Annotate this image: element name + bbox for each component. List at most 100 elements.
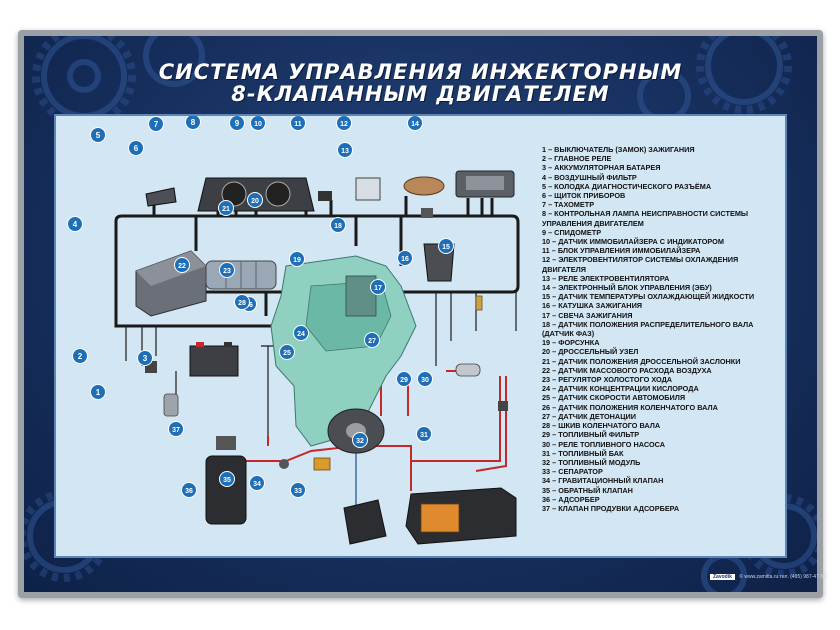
callout-5: 5: [90, 127, 106, 143]
legend-item: 1 – ВЫКЛЮЧАТЕЛЬ (ЗАМОК) ЗАЖИГАНИЯ: [542, 145, 695, 154]
callout-number: 7: [154, 120, 159, 129]
callout-number: 20: [251, 198, 259, 205]
ignition-switch: [163, 393, 179, 417]
cooling-fan: [403, 176, 445, 196]
callout-15: 15: [438, 238, 454, 254]
legend-item: 12 – ЭЛЕКТРОВЕНТИЛЯТОР СИСТЕМЫ ОХЛАЖДЕНИ…: [542, 255, 739, 274]
callout-37: 37: [168, 421, 184, 437]
separator: [343, 499, 387, 545]
callout-circle: [90, 384, 106, 400]
legend-item: 9 – СПИДОМЕТР: [542, 227, 602, 237]
callout-number: 1: [96, 388, 101, 397]
callout-20: 20: [247, 192, 263, 208]
callout-number: 19: [293, 257, 301, 264]
immobilizer-unit: [355, 177, 381, 201]
coolant-temp-sensor: [475, 295, 483, 311]
callout-circle: [90, 127, 106, 143]
legend-item: 15 – ДАТЧИК ТЕМПЕРАТУРЫ ОХЛАЖДАЮЩЕЙ ЖИДК…: [542, 292, 755, 302]
callout-32: 32: [352, 432, 368, 448]
gravity-valve: [313, 457, 331, 471]
brand-logo: Zavodik: [710, 574, 735, 580]
callout-number: 3: [143, 354, 148, 363]
callout-circle: [370, 279, 386, 295]
fuel-tank: [405, 487, 517, 545]
callout-number: 6: [134, 144, 139, 153]
callout-number: 17: [374, 285, 382, 292]
legend-item: 2 – ГЛАВНОЕ РЕЛЕ: [542, 154, 612, 164]
callout-28: 28: [234, 294, 250, 310]
callout-circle: [148, 116, 164, 132]
title-line-1: СИСТЕМА УПРАВЛЕНИЯ ИНЖЕКТОРНЫМ: [158, 60, 683, 84]
callout-number: 10: [254, 121, 262, 128]
callout-number: 36: [185, 488, 193, 495]
callout-circle: [219, 262, 235, 278]
callout-circle: [330, 217, 346, 233]
legend-item: 35 – ОБРАТНЫЙ КЛАПАН: [542, 485, 633, 495]
callout-circle: [396, 371, 412, 387]
callout-29: 29: [396, 371, 412, 387]
callout-circle: [229, 115, 245, 131]
callout-circle: [290, 482, 306, 498]
callout-number: 32: [356, 438, 364, 445]
footer-site: © www.zamitta.ru: [739, 574, 779, 580]
legend-item: 27 – ДАТЧИК ДЕТОНАЦИИ: [542, 411, 637, 421]
callout-circle: [128, 140, 144, 156]
diagnostic-connector: [145, 187, 177, 207]
legend-item: 19 – ФОРСУНКА: [542, 338, 600, 348]
callout-8: 8: [185, 114, 201, 130]
callout-circle: [234, 294, 250, 310]
callout-number: 13: [341, 148, 349, 155]
callout-1: 1: [90, 384, 106, 400]
legend-item: 34 – ГРАВИТАЦИОННЫЙ КЛАПАН: [542, 476, 664, 486]
callout-34: 34: [249, 475, 265, 491]
legend-item: 13 – РЕЛЕ ЭЛЕКТРОВЕНТИЛЯТОРА: [542, 273, 670, 283]
callout-13: 13: [337, 142, 353, 158]
title-line-2: 8-КЛАПАННЫМ ДВИГАТЕЛЕМ: [231, 82, 610, 106]
legend-item: 29 – ТОПЛИВНЫЙ ФИЛЬТР: [542, 430, 640, 440]
callout-circle: [290, 115, 306, 131]
callout-circle: [289, 251, 305, 267]
legend-item: 21 – ДАТЧИК ПОЛОЖЕНИЯ ДРОССЕЛЬНОЙ ЗАСЛОН…: [542, 356, 741, 366]
footer-phone: тел. (495) 987-47-55: [779, 574, 827, 580]
callout-number: 15: [442, 244, 450, 251]
callout-17: 17: [370, 279, 386, 295]
legend-item: 23 – РЕГУЛЯТОР ХОЛОСТОГО ХОДА: [542, 375, 673, 385]
callout-33: 33: [290, 482, 306, 498]
legend-item: 14 – ЭЛЕКТРОННЫЙ БЛОК УПРАВЛЕНИЯ (ЭБУ): [542, 283, 712, 293]
legend-item: 24 – ДАТЧИК КОНЦЕНТРАЦИИ КИСЛОРОДА: [542, 384, 699, 394]
fan-relay: [421, 208, 433, 218]
intake-pipe: [205, 260, 277, 290]
callout-number: 22: [178, 263, 186, 270]
callout-number: 37: [172, 427, 180, 434]
legend-item: 30 – РЕЛЕ ТОПЛИВНОГО НАСОСА: [542, 439, 665, 449]
legend-item: 16 – КАТУШКА ЗАЖИГАНИЯ: [542, 301, 643, 311]
legend-item: 10 – ДАТЧИК ИММОБИЛАЙЗЕРА С ИНДИКАТОРОМ: [542, 237, 724, 247]
callout-number: 25: [283, 350, 291, 357]
callout-circle: [397, 250, 413, 266]
callout-number: 28: [238, 300, 246, 307]
legend-item: 3 – АККУМУЛЯТОРНАЯ БАТАРЕЯ: [542, 163, 661, 173]
legend-item: 11 – БЛОК УПРАВЛЕНИЯ ИММОБИЛАЙЗЕРА: [542, 246, 701, 256]
callout-circle: [137, 350, 153, 366]
callout-circle: [336, 115, 352, 131]
purge-valve: [216, 436, 236, 450]
check-valve: [279, 459, 289, 469]
legend-item: 5 – КОЛОДКА ДИАГНОСТИЧЕСКОГО РАЗЪЁМА: [542, 181, 712, 191]
callout-circle: [174, 257, 190, 273]
callout-circle: [249, 475, 265, 491]
legend-item: 28 – ШКИВ КОЛЕНЧАТОГО ВАЛА: [542, 421, 661, 431]
callout-30: 30: [417, 371, 433, 387]
fuel-filter: [455, 363, 481, 377]
callout-11: 11: [290, 115, 306, 131]
legend-item: 32 – ТОПЛИВНЫЙ МОДУЛЬ: [542, 457, 641, 467]
footer: Zavodik © www.zamitta.ru тел. (495) 987-…: [710, 574, 826, 580]
callout-circle: [250, 115, 266, 131]
callout-31: 31: [416, 426, 432, 442]
callout-7: 7: [148, 116, 164, 132]
callout-2: 2: [72, 348, 88, 364]
callout-circle: [218, 200, 234, 216]
callout-number: 9: [235, 119, 240, 128]
callout-number: 4: [73, 220, 78, 229]
